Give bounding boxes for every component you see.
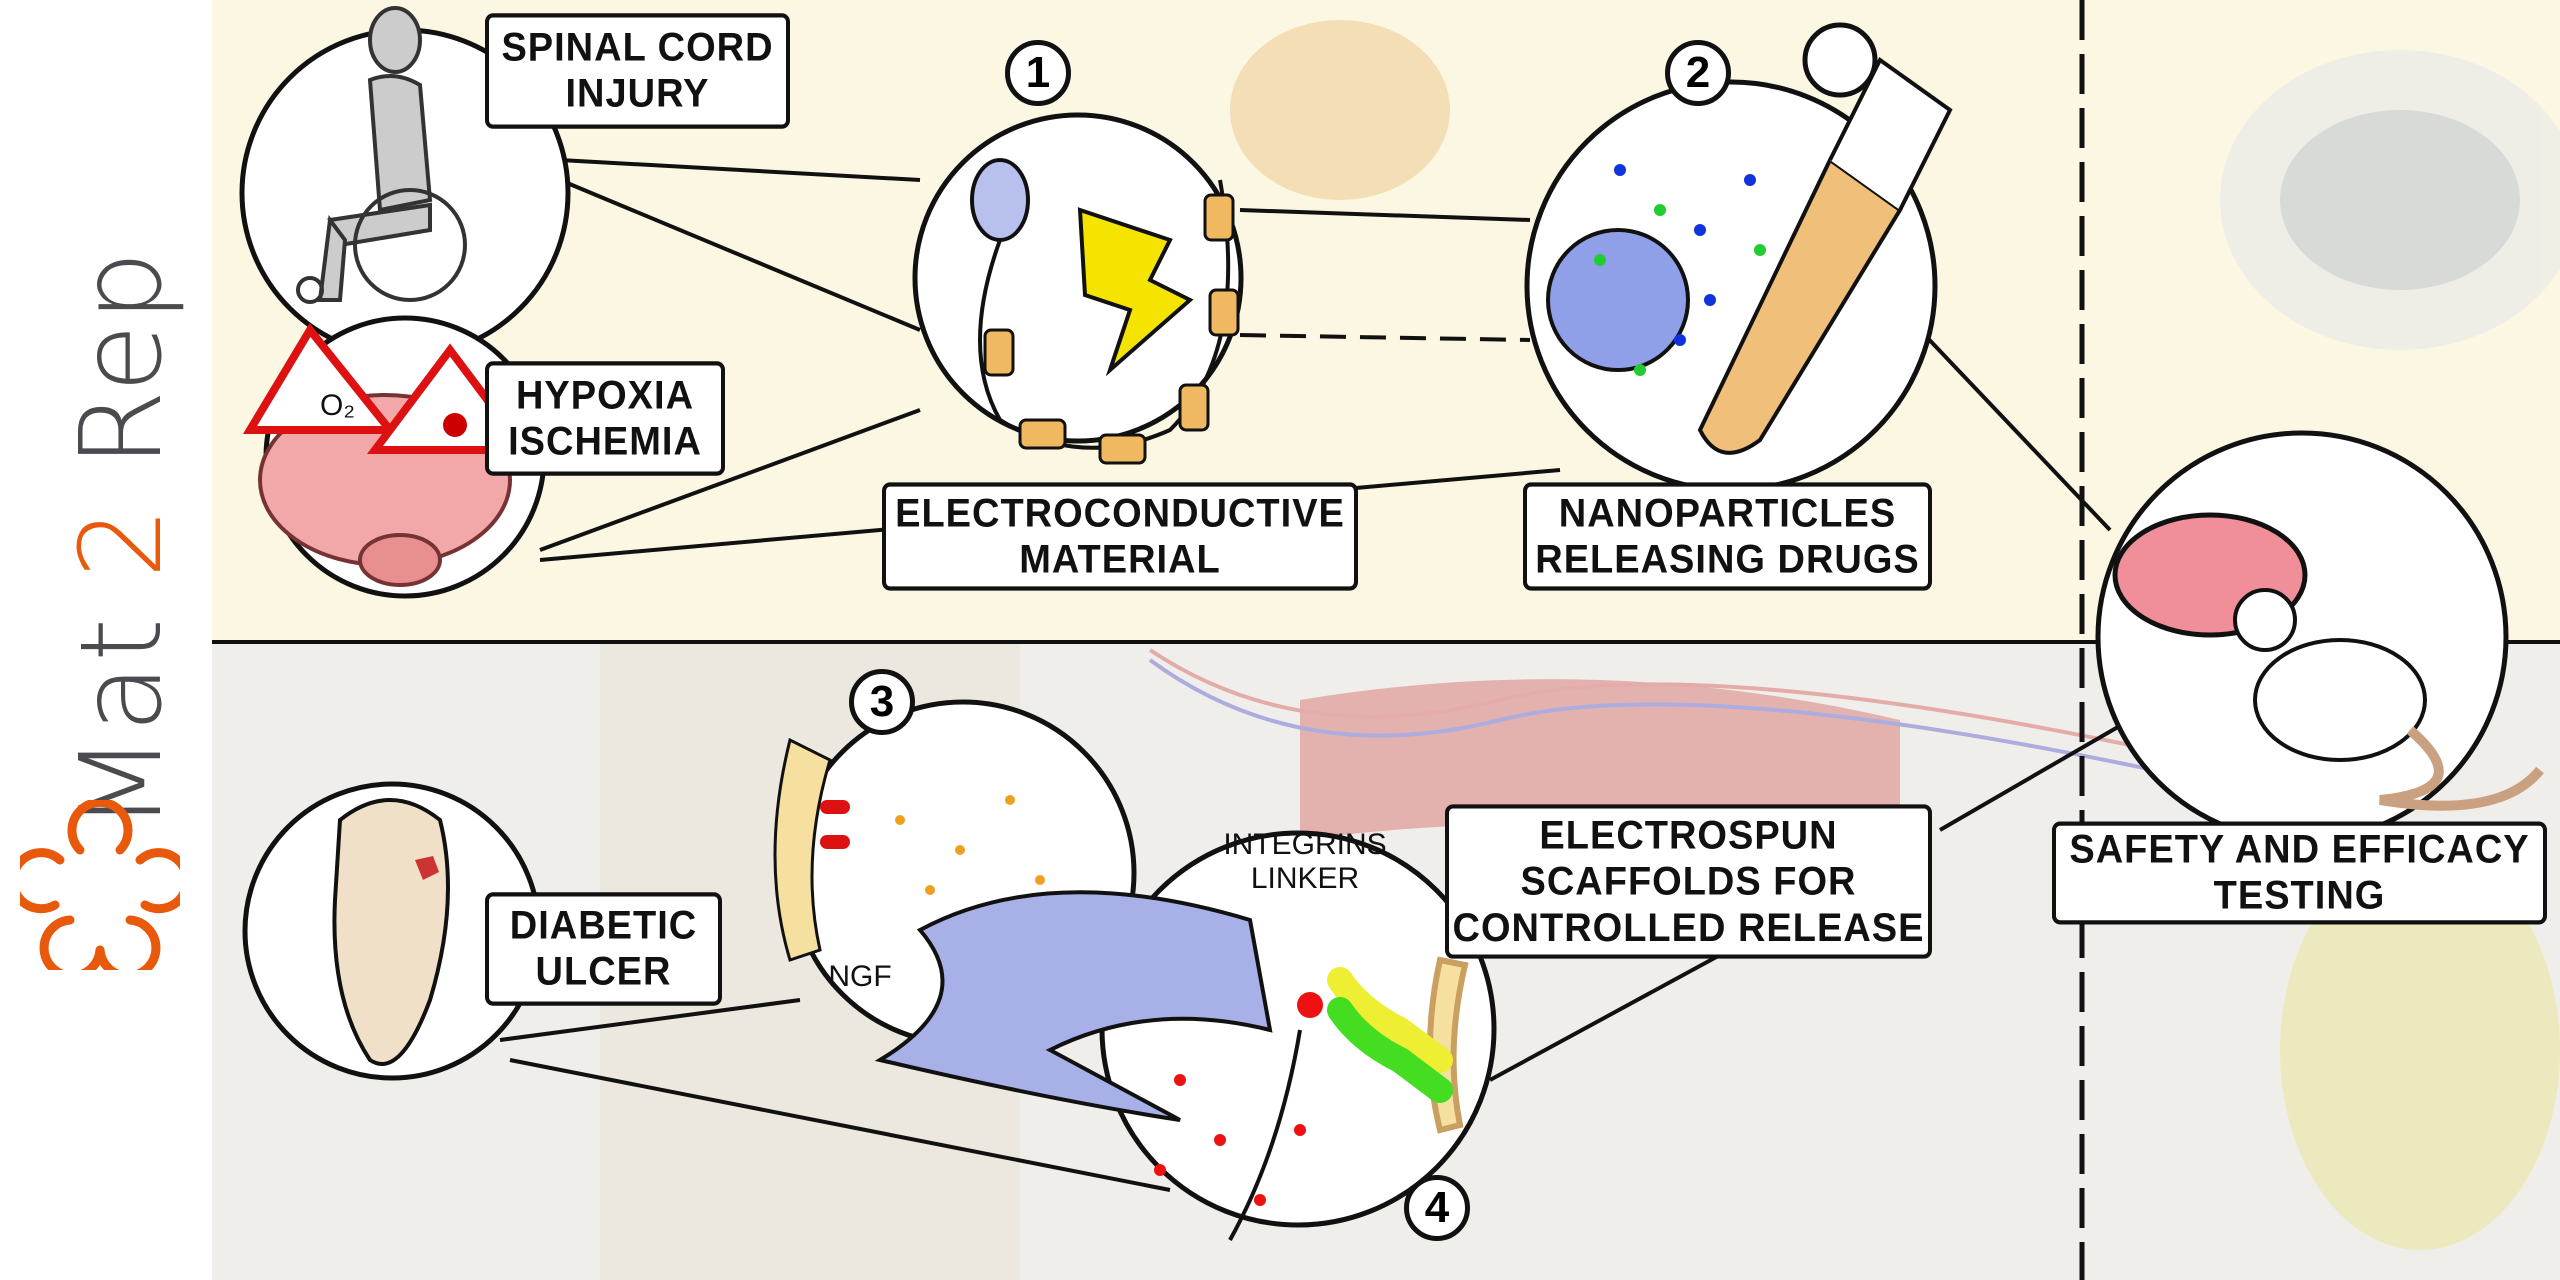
label-safety-efficacy-testing: SAFETY AND EFFICACY TESTING (2052, 821, 2547, 925)
wheelchair-person-icon (296, 6, 467, 304)
label-electrospun-scaffolds: ELECTROSPUN SCAFFOLDS FOR CONTROLLED REL… (1445, 804, 1932, 959)
foot-icon (332, 798, 450, 1066)
badge-3: 3 (849, 669, 915, 735)
badge-4: 4 (1404, 1175, 1470, 1241)
label-diabetic-ulcer: DIABETIC ULCER (485, 892, 722, 1006)
logo-strip: Mat 2 Rep (0, 0, 212, 1280)
o2-text: O₂ (320, 389, 355, 422)
badge-1: 1 (1005, 40, 1071, 106)
integrin-icon (1154, 956, 1469, 1241)
label-ngf: NGF (828, 960, 892, 993)
label-nanoparticles-releasing-drugs: NANOPARTICLES RELEASING DRUGS (1523, 482, 1932, 591)
scaffold-mesh-icon (773, 737, 1273, 1122)
label-integrins-linker: INTEGRINS LINKER (1223, 828, 1387, 895)
petri-dish-mouse-icon (2112, 512, 2544, 811)
label-hypoxia-ischemia: HYPOXIA ISCHEMIA (485, 361, 725, 476)
badge-2: 2 (1665, 40, 1731, 106)
label-electroconductive-material: ELECTROCONDUCTIVE MATERIAL (882, 482, 1358, 591)
warning-sign-o2-icon (242, 323, 399, 434)
label-spinal-cord-injury: SPINAL CORD INJURY (485, 13, 790, 129)
testing-circle (2095, 430, 2509, 844)
neuron-lightning-icon (970, 158, 1240, 465)
flower-logo-icon (20, 800, 180, 970)
nanoparticle-tube-icon (1546, 22, 1953, 455)
